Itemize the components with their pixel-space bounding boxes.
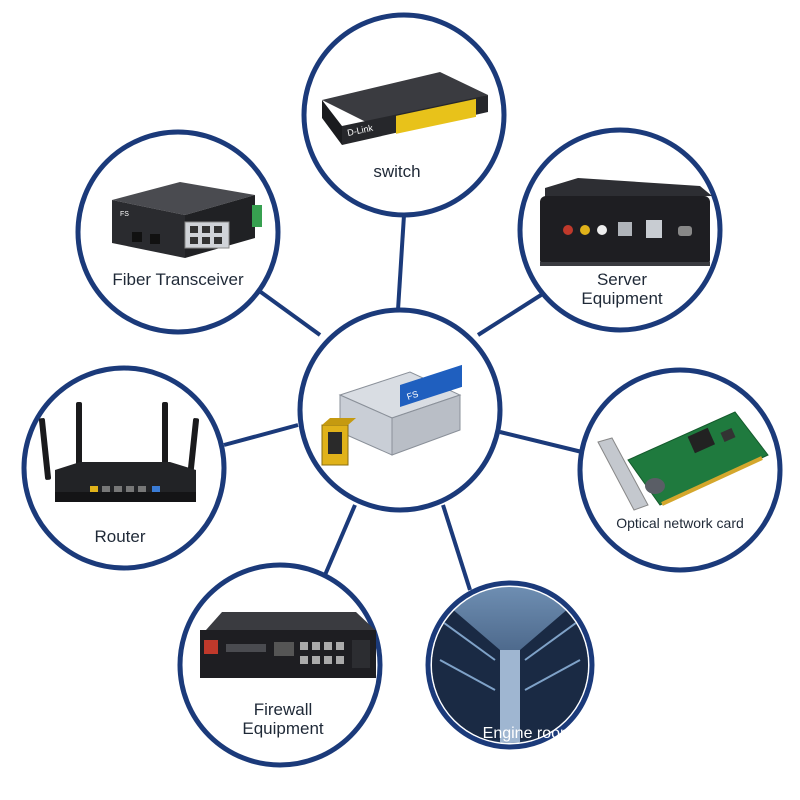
node-label: Firewall [254, 700, 313, 719]
connector-engine-room [441, 504, 472, 591]
server-box-icon [540, 178, 712, 266]
connector-optical-card [499, 430, 583, 454]
wifi-router-icon [38, 402, 200, 502]
connector-switch [396, 214, 406, 311]
node-label: Fiber Transceiver [112, 270, 244, 289]
data-center-icon [432, 587, 588, 743]
sfp-module-icon: FS [321, 364, 462, 466]
transceiver-brand-text: FS [120, 211, 129, 218]
node-label: Server [597, 270, 647, 289]
connector-firewall [323, 504, 357, 576]
network-card-icon [597, 411, 769, 511]
node-label: Equipment [242, 719, 324, 738]
node-label: switch [373, 162, 420, 181]
node-optical-card: Optical network card [577, 367, 783, 573]
node-fiber-transceiver: FS Fiber Transceiver [75, 129, 281, 335]
rack-firewall-icon [200, 612, 376, 678]
connector-server [476, 286, 554, 337]
node-label: Engine room [483, 725, 574, 742]
node-label: Equipment [581, 289, 663, 308]
node-engine-room: Engine room [425, 580, 595, 750]
connector-fiber-transceiver [256, 288, 322, 337]
connector-router [223, 423, 299, 447]
node-label: Router [94, 527, 145, 546]
node-firewall: Firewall Equipment [177, 562, 383, 768]
connector-lines [223, 214, 583, 591]
node-switch: D-Link switch [301, 12, 507, 218]
center-node: FS [297, 307, 503, 513]
node-router: Router [21, 365, 227, 571]
sfp-module-label: FS [406, 389, 420, 402]
node-label: Optical network card [616, 515, 744, 531]
ethernet-switch-icon: D-Link [322, 72, 488, 145]
node-server: Server Equipment [517, 127, 723, 333]
media-converter-icon: FS [112, 182, 262, 258]
